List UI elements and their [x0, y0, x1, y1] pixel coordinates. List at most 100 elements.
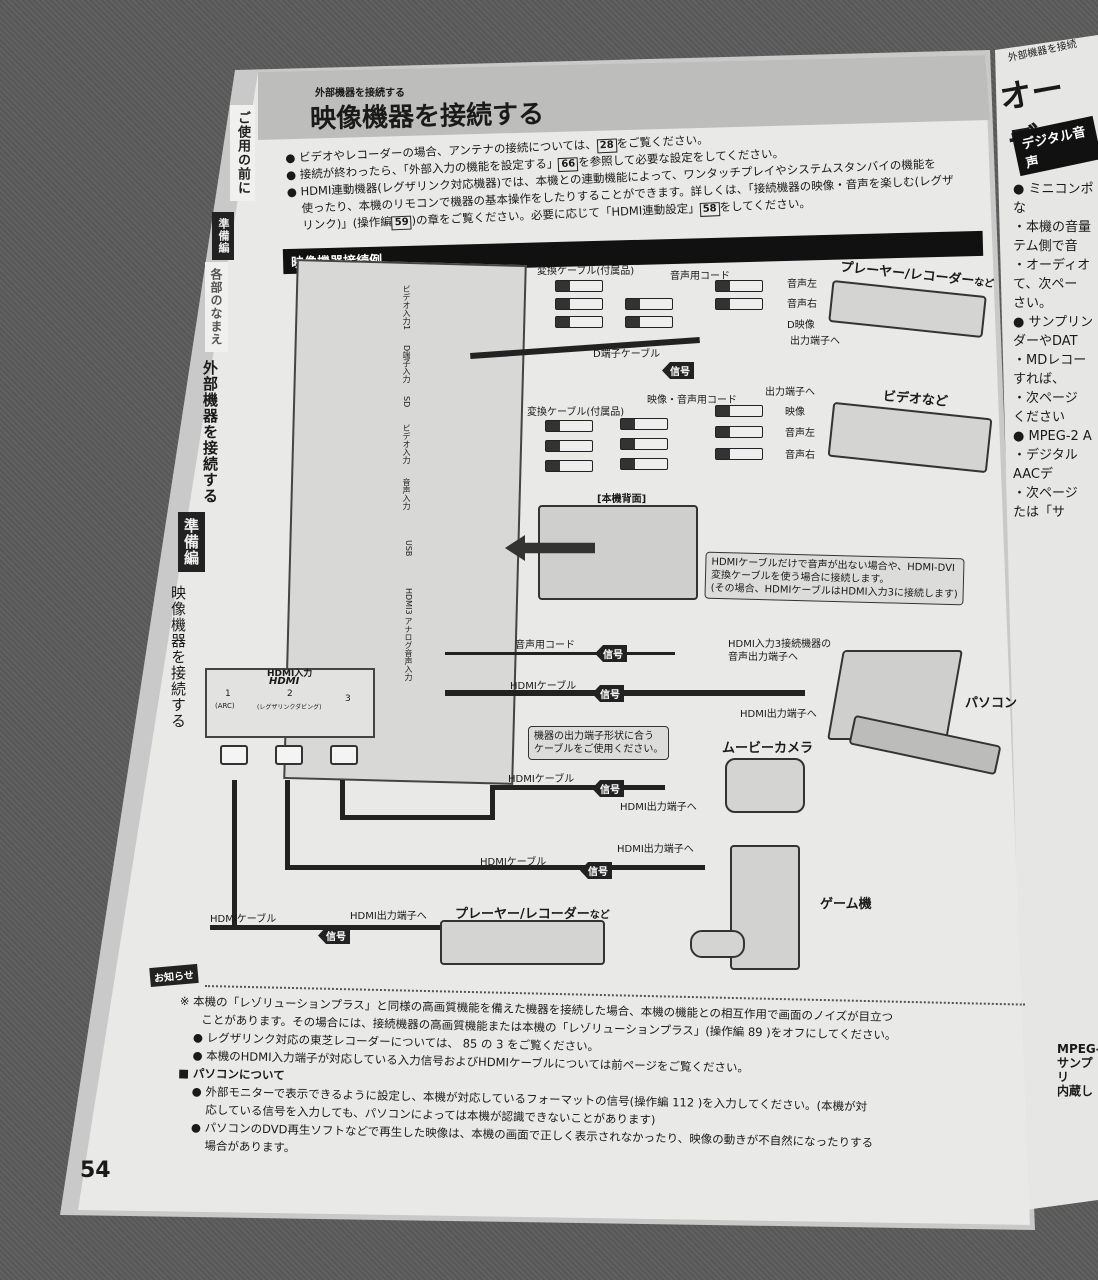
game-label: ゲーム機 — [820, 897, 872, 912]
right-bottom-line: MPEG- — [1057, 1042, 1098, 1056]
rca-plug — [715, 405, 763, 417]
panel-label-video-input: ビデオ入力 — [402, 424, 411, 464]
signal-arrow: 信号 — [595, 645, 627, 662]
rca-plug — [545, 460, 593, 472]
hdmi-cable-label-camera: HDMIケーブル — [508, 774, 575, 785]
conv-cable-label-2: 変換ケーブル(付属品) — [527, 407, 625, 418]
tab-before-use[interactable]: ご使用の前に — [230, 105, 255, 201]
hdmi-cable-label-pc: HDMIケーブル — [510, 681, 577, 692]
port-2-label: 2 — [287, 689, 293, 699]
hdmi-cable-label-game: HDMIケーブル — [480, 857, 547, 868]
hdmi-port-2[interactable] — [275, 745, 303, 765]
tab-connect-external[interactable]: 外部機器を接続する — [201, 360, 219, 504]
d-video-label: D映像 — [787, 320, 815, 331]
hdmi-port-3[interactable] — [330, 745, 358, 765]
hdmi-cable-3-h2 — [490, 785, 665, 790]
rca-plug — [715, 448, 763, 460]
right-text-line: テム側で音 — [1013, 239, 1078, 254]
right-text-line: すれば、 — [1013, 372, 1066, 387]
signal-arrow: 信号 — [592, 780, 624, 797]
page-title: 映像機器を接続する — [309, 99, 545, 135]
panel-label-audio-input: 音声入力 — [402, 478, 411, 510]
output-to-label: 出力端子へ — [790, 336, 840, 347]
panel-label-usb: USB — [404, 540, 413, 557]
hdmi-cable-label-recorder: HDMIケーブル — [210, 914, 277, 925]
audio-cord-label: 音声用コード — [670, 271, 730, 282]
hdmi-input-panel: HDMI入力 HDMI 1 (ARC) 2 (レグザリンクダビング) 3 — [205, 668, 375, 738]
rca-plug — [625, 316, 673, 328]
right-text-line: ・次ページ — [1013, 486, 1078, 501]
right-text-line: ● MPEG-2 A — [1013, 429, 1092, 444]
right-bottom-line: 内蔵し — [1057, 1084, 1094, 1098]
right-text-line: ・デジタル — [1013, 448, 1078, 463]
port-1-sub: (ARC) — [215, 702, 235, 710]
right-text-line: AACデ — [1013, 467, 1053, 482]
audio-cord-label-2: 音声用コード — [515, 640, 575, 651]
page-ref[interactable]: 58 — [699, 202, 720, 217]
hdmi-cable-1-h — [210, 925, 440, 930]
port-2-sub: (レグザリンクダビング) — [257, 704, 322, 711]
audio-cord — [445, 652, 675, 655]
panel-label-hdmi3-analog-audio: HDMI3 アナログ音声入力 — [404, 588, 413, 682]
hdmi-input-label: HDMI入力 — [267, 669, 313, 679]
right-text-line: ● サンプリン — [1013, 315, 1094, 330]
page-ref[interactable]: 59 — [391, 215, 412, 231]
rca-plug — [715, 426, 763, 438]
right-text-line: て、次ペー — [1013, 277, 1078, 292]
cable-callout: 機器の出力端子形状に合うケーブルをご使用ください。 — [528, 726, 670, 760]
page-ref[interactable]: 28 — [596, 138, 618, 154]
right-text-line: ください — [1013, 410, 1066, 425]
tv-back-label: [本機背面] — [597, 494, 647, 505]
hdmi-cable-3 — [340, 780, 345, 820]
movie-camera-label: ムービーカメラ — [722, 741, 814, 756]
page-ref[interactable]: 66 — [558, 157, 579, 173]
right-text-line: さい。 — [1013, 296, 1053, 311]
output-to-label-2: 出力端子へ — [765, 387, 815, 398]
right-text-line: たは「サ — [1013, 505, 1066, 520]
right-text-line: ・次ページ — [1013, 391, 1078, 406]
player-recorder-device-bottom — [440, 920, 605, 965]
rca-plug — [545, 440, 593, 452]
tab-part-names[interactable]: 各部のなまえ — [205, 262, 228, 352]
right-bottom-text: MPEG-サンプリ内蔵し — [1057, 1042, 1098, 1098]
rca-plug — [620, 458, 668, 470]
hdmi-cable-pc — [445, 690, 805, 696]
hdmi-cable-2 — [285, 780, 290, 870]
hdmi-cable-1 — [232, 780, 237, 930]
rca-plug — [545, 420, 593, 432]
right-text-line: ・本機の音量 — [1013, 220, 1092, 235]
rca-plug — [620, 418, 668, 430]
rca-plug — [555, 316, 603, 328]
hdmi-cable-2-h — [285, 865, 705, 870]
tab-prep[interactable]: 準備編 — [178, 512, 205, 572]
rca-plug — [620, 438, 668, 450]
hdmi-port-1[interactable] — [220, 745, 248, 765]
rca-plug — [555, 298, 603, 310]
audio-left-label: 音声左 — [787, 279, 817, 290]
port-1-label: 1 — [225, 689, 231, 699]
panel-label-video-input-1: ビデオ入力1 — [402, 285, 411, 331]
signal-arrow: 信号 — [318, 927, 350, 944]
av-cord-label: 映像・音声用コード — [647, 395, 737, 406]
hdmi-out-label-pc: HDMI出力端子へ — [740, 709, 817, 720]
hdmi-out-label-recorder: HDMI出力端子へ — [350, 911, 427, 922]
signal-arrow: 信号 — [580, 862, 612, 879]
signal-arrow: 信号 — [592, 685, 624, 702]
right-page: 外部機器を接続 オーデ デジタル音声 ● ミニコンポな・本機の音量テム側で音・オ… — [995, 35, 1098, 1210]
movie-camera-device — [725, 758, 805, 813]
audio-right-label: 音声右 — [787, 299, 817, 310]
video-label: 映像 — [785, 407, 805, 418]
tab-prep-upper[interactable]: 準備編 — [212, 212, 234, 260]
hdmi-cable-3-v — [490, 785, 495, 820]
notice-text: ※ 本機の「レゾリューションプラス」と同様の高画質機能を備えた機器を接続した場合… — [176, 992, 897, 1170]
signal-arrow: 信号 — [662, 362, 694, 379]
d-cable-label: D端子ケーブル — [593, 349, 661, 360]
port-3-label: 3 — [345, 694, 351, 704]
breadcrumb: 外部機器を接続する — [315, 88, 405, 99]
audio-left-label-2: 音声左 — [785, 428, 815, 439]
audio-right-label-2: 音声右 — [785, 450, 815, 461]
hdmi-out-label-camera: HDMI出力端子へ — [620, 802, 697, 813]
right-text-line: ● ミニコンポな — [1013, 182, 1094, 216]
page-number: 54 — [80, 1158, 111, 1183]
